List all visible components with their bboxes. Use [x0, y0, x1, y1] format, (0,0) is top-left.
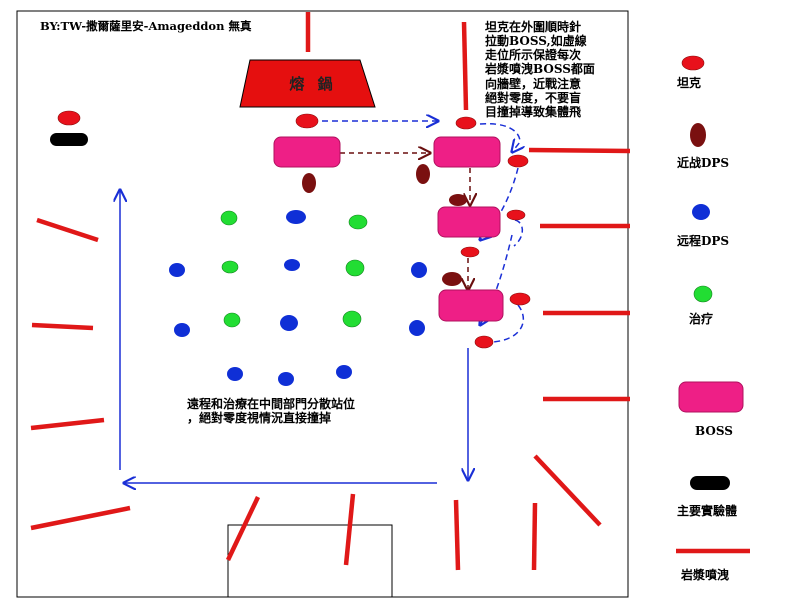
lava-line-bottom-2	[343, 493, 356, 566]
tank-marker	[295, 113, 319, 129]
tank-marker	[474, 335, 494, 349]
legend	[676, 55, 750, 554]
ranged-marker	[411, 262, 427, 278]
tank-path-curve-3	[513, 219, 524, 247]
melee-marker	[449, 194, 467, 206]
lava-line-left-1	[36, 217, 99, 243]
boss-position-4	[438, 289, 504, 322]
tank-marker	[507, 154, 529, 168]
tank-marker	[57, 110, 81, 126]
healer-marker	[342, 310, 362, 328]
ranged-healer-instruction-note: 遠程和治療在中間部門分散站位 ，絕對零度視情況直接撞掉	[187, 397, 356, 426]
ranged-marker	[280, 315, 298, 331]
ranged-marker	[174, 323, 190, 337]
boss-area-label: 熔 鍋	[289, 75, 337, 93]
entrance-box	[227, 524, 393, 598]
legend-experiment-icon	[690, 476, 730, 490]
legend-tank-label: 坦克	[677, 76, 702, 90]
melee-marker	[416, 164, 430, 184]
legend-healer-icon	[693, 285, 713, 303]
tank-instruction-note: 坦克在外圍順時針 拉動BOSS,如虛線 走位所示保證每次 岩漿噴洩BOSS都面 …	[485, 20, 595, 119]
tank-path-curve-1	[479, 122, 520, 152]
experiment-marker	[50, 133, 88, 146]
tank-marker	[509, 292, 531, 306]
melee-marker	[302, 173, 316, 193]
lava-line-left-3	[30, 417, 105, 431]
healer-marker	[348, 214, 368, 230]
boss-position-1	[273, 136, 341, 168]
tank-path-curve-5	[491, 304, 525, 343]
legend-healer-label: 治疗	[689, 312, 714, 326]
legend-boss-label: BOSS	[695, 424, 733, 438]
author-credit: BY:TW-撒爾薩里安-Amageddon 無真	[40, 19, 252, 33]
melee-marker	[442, 272, 462, 286]
boss-area-shape	[239, 59, 376, 108]
legend-ranged-label: 远程DPS	[677, 234, 730, 248]
ranged-marker	[409, 320, 425, 336]
healer-marker	[220, 210, 238, 226]
ranged-marker	[227, 367, 243, 381]
lava-line-bottom-3	[453, 499, 461, 571]
lava-line-left-4	[30, 505, 131, 531]
ranged-marker	[278, 372, 294, 386]
legend-experiment-label: 主要實驗體	[677, 504, 738, 518]
ranged-marker	[284, 259, 300, 271]
lava-line-bottom-4	[531, 502, 538, 571]
lava-line-left-2	[31, 322, 94, 331]
boss-position-2	[433, 136, 501, 168]
legend-boss-icon	[678, 381, 744, 413]
legend-ranged-icon	[692, 204, 710, 220]
lava-line-right-1	[528, 147, 631, 154]
tank-marker	[506, 209, 526, 221]
legend-lava-label: 岩漿噴洩	[681, 568, 730, 582]
ranged-marker	[169, 263, 185, 277]
lava-line-right-5	[533, 454, 602, 527]
ranged-marker	[336, 365, 352, 379]
legend-melee-label: 近战DPS	[677, 156, 730, 170]
boss-position-3	[437, 206, 501, 238]
tank-marker	[455, 116, 477, 130]
ranged-marker	[286, 210, 306, 224]
healer-marker	[221, 260, 239, 274]
healer-marker	[223, 312, 241, 328]
legend-tank-icon	[681, 55, 705, 71]
lava-line-bottom-1	[225, 496, 261, 561]
healer-marker	[345, 259, 365, 277]
tank-marker	[460, 246, 480, 258]
legend-melee-icon	[690, 123, 706, 147]
lava-line-top-2	[461, 21, 469, 111]
